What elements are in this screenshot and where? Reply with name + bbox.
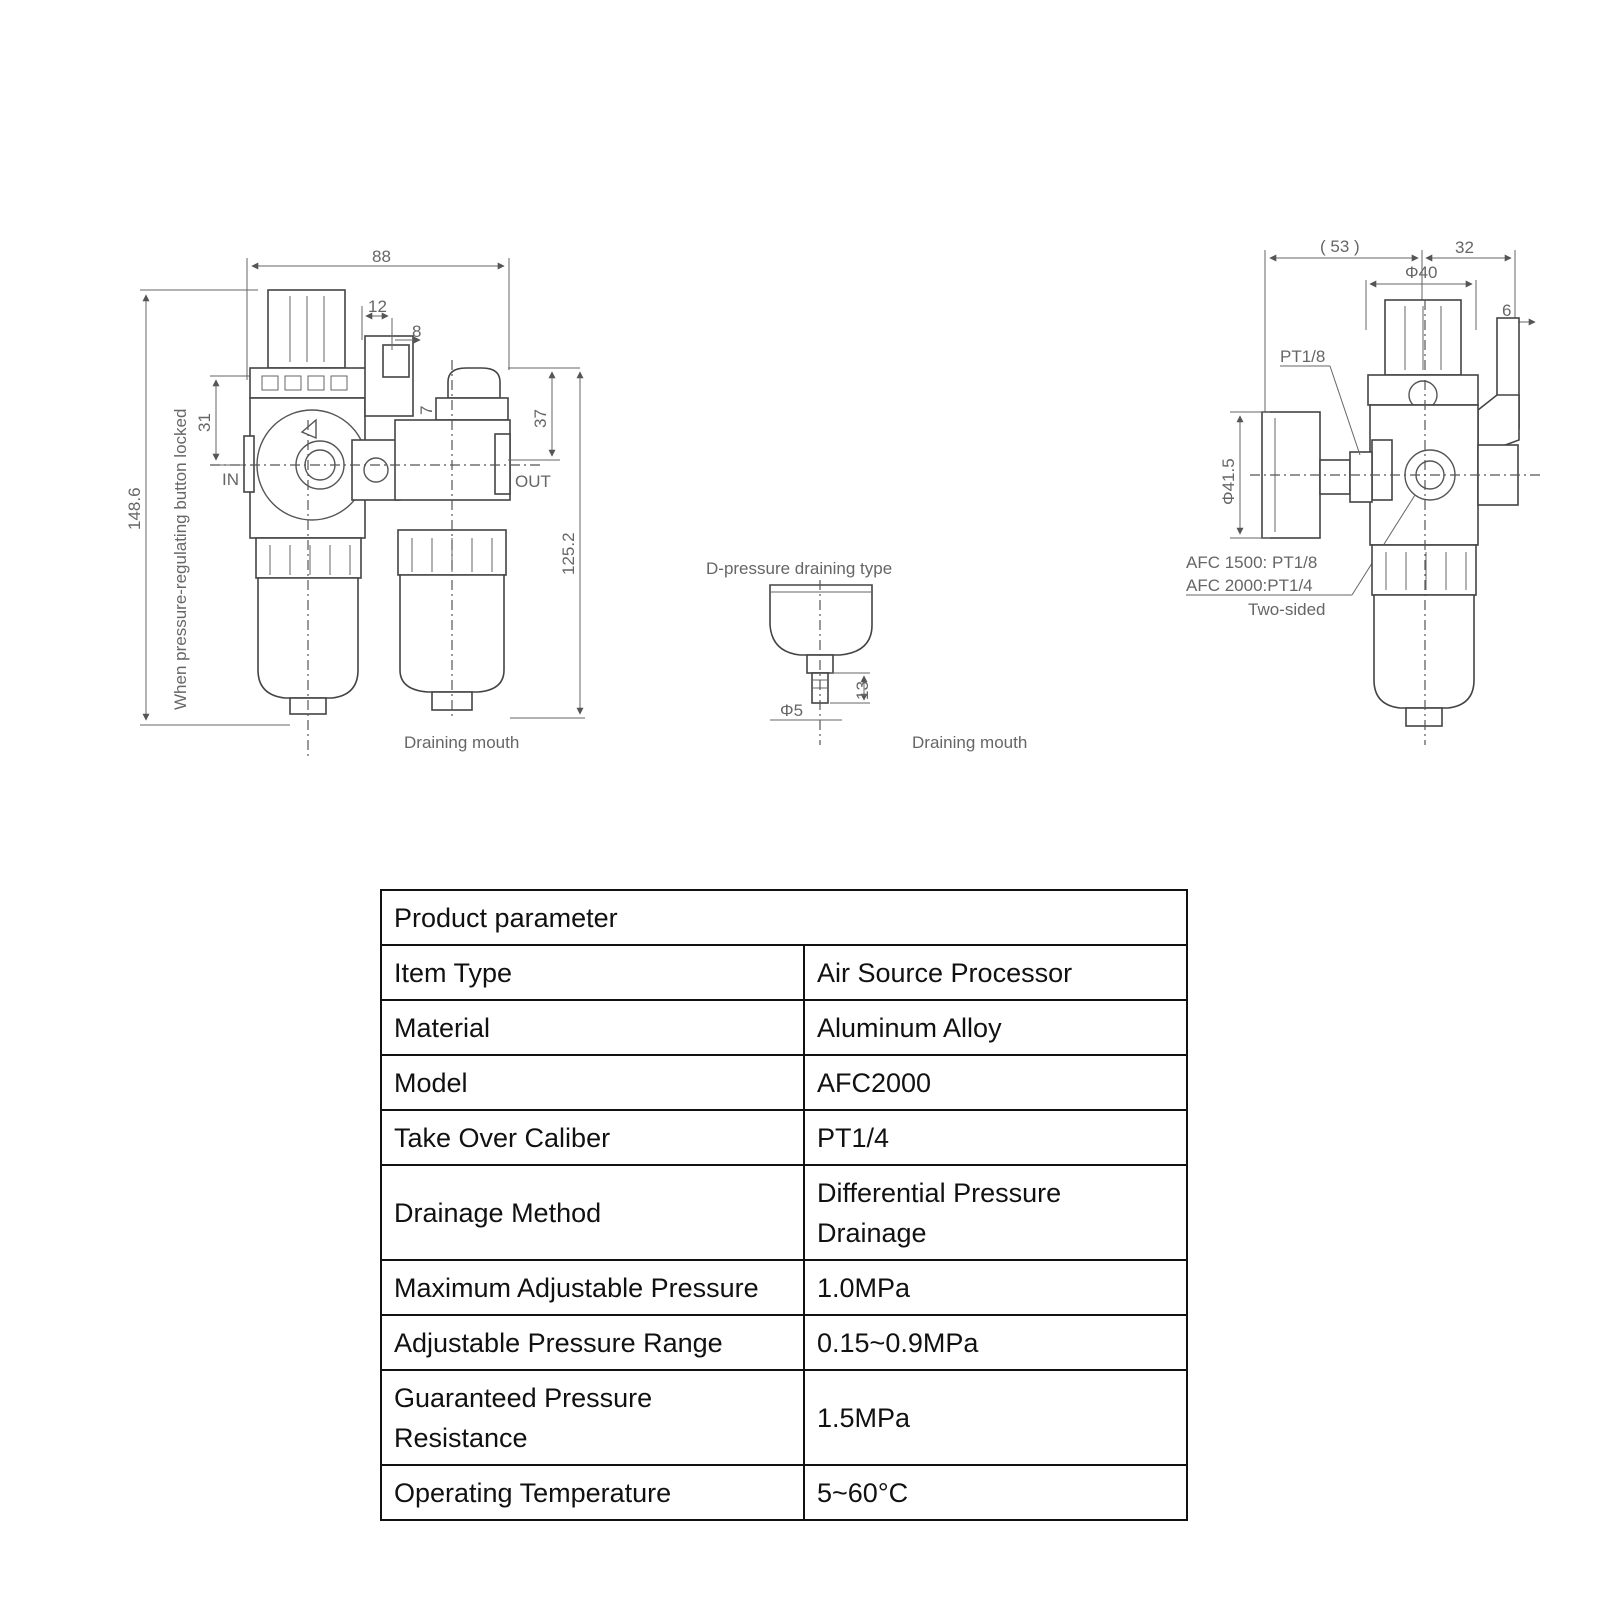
- center-view: D-pressure draining type 13 Φ5 Draining …: [706, 559, 1027, 752]
- left-view: 88 148.6 When pressure-regulating button…: [125, 247, 585, 760]
- center-title: D-pressure draining type: [706, 559, 892, 578]
- right-view: ( 53 ) 32 Φ40 6 Φ41.5: [1186, 237, 1540, 745]
- param-key: Item Type: [380, 944, 805, 1001]
- dim-8: 8: [412, 322, 421, 341]
- label-out: OUT: [515, 472, 551, 491]
- table-row: Take Over Caliber PT1/4: [380, 1109, 1188, 1166]
- param-key: Take Over Caliber: [380, 1109, 805, 1166]
- param-value: Differential Pressure Drainage: [803, 1164, 1188, 1261]
- param-value: 1.5MPa: [803, 1369, 1188, 1466]
- dim-32: 32: [1455, 238, 1474, 257]
- dim-phi5: Φ5: [780, 701, 803, 720]
- dim-125-2: 125.2: [559, 532, 578, 575]
- param-value: AFC2000: [803, 1054, 1188, 1111]
- dim-53: ( 53 ): [1320, 237, 1360, 256]
- param-value: PT1/4: [803, 1109, 1188, 1166]
- note-afc1500: AFC 1500: PT1/8: [1186, 553, 1317, 572]
- param-key: Maximum Adjustable Pressure: [380, 1259, 805, 1316]
- table-row: Material Aluminum Alloy: [380, 999, 1188, 1056]
- param-key: Guaranteed Pressure Resistance: [380, 1369, 805, 1466]
- dim-phi40: Φ40: [1405, 263, 1437, 282]
- product-parameter-table: Product parameter Item Type Air Source P…: [380, 889, 1188, 1521]
- center-draining-mouth: Draining mouth: [912, 733, 1027, 752]
- table-row: Adjustable Pressure Range 0.15~0.9MPa: [380, 1314, 1188, 1371]
- param-value: Air Source Processor: [803, 944, 1188, 1001]
- param-key: Drainage Method: [380, 1164, 805, 1261]
- table-row: Guaranteed Pressure Resistance 1.5MPa: [380, 1369, 1188, 1466]
- dim-37: 37: [531, 409, 550, 428]
- note-two-sided: Two-sided: [1248, 600, 1325, 619]
- dim-13: 13: [853, 681, 872, 700]
- table-header: Product parameter: [380, 889, 1188, 946]
- note-afc2000: AFC 2000:PT1/4: [1186, 576, 1313, 595]
- table-header-row: Product parameter: [380, 889, 1188, 946]
- technical-drawing: 88 148.6 When pressure-regulating button…: [125, 237, 1540, 760]
- table-row: Maximum Adjustable Pressure 1.0MPa: [380, 1259, 1188, 1316]
- note-pressure-locked: When pressure-regulating button locked: [171, 409, 190, 710]
- dim-31: 31: [195, 413, 214, 432]
- param-key: Material: [380, 999, 805, 1056]
- param-value: 0.15~0.9MPa: [803, 1314, 1188, 1371]
- dim-7: 7: [417, 406, 436, 415]
- left-draining-mouth: Draining mouth: [404, 733, 519, 752]
- dim-phi41-5: Φ41.5: [1219, 458, 1238, 505]
- label-in: IN: [222, 470, 239, 489]
- param-value: Aluminum Alloy: [803, 999, 1188, 1056]
- dim-148-6: 148.6: [125, 487, 144, 530]
- param-key: Adjustable Pressure Range: [380, 1314, 805, 1371]
- table-row: Item Type Air Source Processor: [380, 944, 1188, 1001]
- dim-6: 6: [1502, 301, 1511, 320]
- table-row: Model AFC2000: [380, 1054, 1188, 1111]
- param-key: Operating Temperature: [380, 1464, 805, 1521]
- param-value: 5~60°C: [803, 1464, 1188, 1521]
- param-key: Model: [380, 1054, 805, 1111]
- label-pt18: PT1/8: [1280, 347, 1325, 366]
- table-row: Drainage Method Differential Pressure Dr…: [380, 1164, 1188, 1261]
- table-row: Operating Temperature 5~60°C: [380, 1464, 1188, 1521]
- dim-12: 12: [368, 297, 387, 316]
- param-value: 1.0MPa: [803, 1259, 1188, 1316]
- dim-88: 88: [372, 247, 391, 266]
